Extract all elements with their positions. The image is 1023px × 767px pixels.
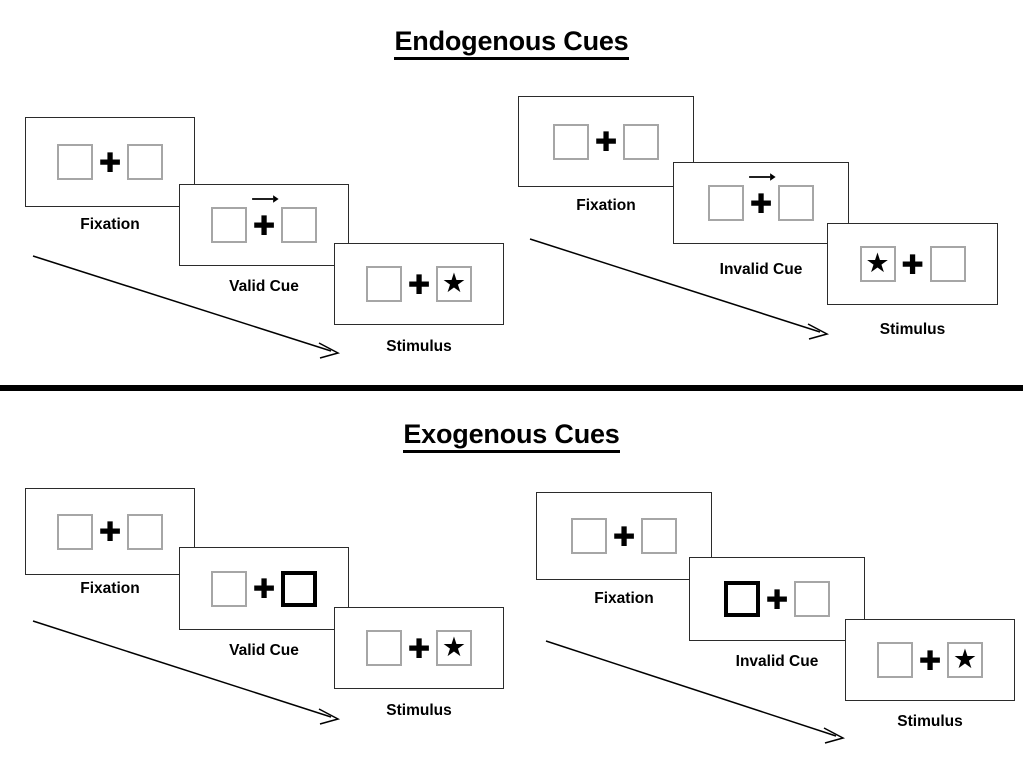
panel-content: ✚ bbox=[519, 97, 693, 186]
plus-cross-icon: ✚ bbox=[252, 210, 276, 242]
fixation-cross: ✚ bbox=[402, 264, 436, 304]
diagonal-sequence-arrow-icon-exogenous-invalid bbox=[545, 640, 846, 744]
black-star-icon: ★ bbox=[865, 247, 890, 279]
caption-exogenous-valid-cue: Valid Cue bbox=[229, 642, 299, 659]
panel-content: ✚ bbox=[180, 548, 348, 629]
right-arrow-cue-icon bbox=[749, 173, 776, 181]
section-title-exogenous-text: Exogenous Cues bbox=[403, 419, 620, 453]
plus-cross-icon: ✚ bbox=[98, 147, 122, 179]
plus-cross-icon: ✚ bbox=[918, 645, 942, 677]
left-box bbox=[708, 185, 744, 221]
left-box bbox=[57, 513, 93, 550]
left-box bbox=[57, 144, 93, 180]
black-star-icon: ★ bbox=[441, 267, 467, 299]
fixation-cross: ✚ bbox=[744, 173, 778, 223]
panel-endogenous-valid-cue[interactable]: ✚ bbox=[179, 184, 349, 266]
panel-content: ✚ bbox=[537, 493, 711, 579]
panel-content: ✚ bbox=[180, 185, 348, 265]
left-box-target: ★ bbox=[859, 246, 896, 282]
panel-content: ✚ ★ bbox=[335, 244, 503, 324]
section-divider bbox=[0, 385, 1023, 391]
caption-endogenous-invalid-stimulus: Stimulus bbox=[879, 321, 946, 338]
caption-endogenous-valid-fixation: Fixation bbox=[80, 216, 140, 233]
panel-exogenous-valid-cue[interactable]: ✚ bbox=[179, 547, 349, 630]
right-box-target: ★ bbox=[436, 630, 472, 666]
plus-cross-icon: ✚ bbox=[765, 584, 789, 616]
right-arrow-cue-icon bbox=[252, 195, 279, 203]
panel-endogenous-valid-fixation[interactable]: ✚ bbox=[25, 117, 195, 207]
right-box bbox=[127, 144, 163, 180]
fixation-cross: ✚ bbox=[402, 628, 436, 668]
plus-cross-icon: ✚ bbox=[407, 269, 431, 301]
section-title-endogenous-text: Endogenous Cues bbox=[394, 26, 629, 60]
plus-cross-icon: ✚ bbox=[749, 188, 773, 220]
caption-endogenous-valid-stimulus: Stimulus bbox=[386, 338, 452, 355]
black-star-icon: ★ bbox=[952, 643, 978, 675]
fixation-cross: ✚ bbox=[93, 512, 127, 552]
panel-endogenous-valid-stimulus[interactable]: ✚ ★ bbox=[334, 243, 504, 325]
panel-content: ✚ ★ bbox=[335, 608, 503, 688]
left-box-highlighted bbox=[724, 581, 760, 617]
panel-endogenous-invalid-cue[interactable]: ✚ bbox=[673, 162, 849, 244]
panel-exogenous-invalid-cue[interactable]: ✚ bbox=[689, 557, 865, 641]
section-title-endogenous: Endogenous Cues bbox=[0, 26, 1023, 60]
caption-exogenous-valid-fixation: Fixation bbox=[80, 580, 140, 597]
right-box bbox=[794, 581, 830, 617]
left-box bbox=[211, 207, 247, 243]
panel-exogenous-invalid-stimulus[interactable]: ✚ ★ bbox=[845, 619, 1015, 701]
right-box bbox=[281, 207, 317, 243]
caption-endogenous-valid-cue: Valid Cue bbox=[229, 278, 299, 295]
caption-exogenous-invalid-fixation: Fixation bbox=[594, 590, 654, 607]
fixation-cross: ✚ bbox=[913, 640, 947, 680]
panel-content: ✚ bbox=[674, 163, 848, 243]
right-box-target: ★ bbox=[436, 266, 472, 302]
caption-exogenous-invalid-stimulus: Stimulus bbox=[897, 713, 963, 730]
left-box bbox=[571, 518, 607, 554]
caption-exogenous-invalid-cue: Invalid Cue bbox=[735, 653, 819, 670]
plus-cross-icon: ✚ bbox=[594, 127, 618, 158]
panel-exogenous-invalid-fixation[interactable]: ✚ bbox=[536, 492, 712, 580]
fixation-cross: ✚ bbox=[247, 195, 281, 245]
panel-content: ✚ bbox=[26, 489, 194, 574]
section-title-exogenous: Exogenous Cues bbox=[0, 419, 1023, 453]
right-box-highlighted bbox=[281, 570, 317, 607]
fixation-cross: ✚ bbox=[607, 516, 641, 556]
panel-content: ✚ ★ bbox=[846, 620, 1014, 700]
fixation-cross: ✚ bbox=[760, 579, 794, 619]
right-box-target: ★ bbox=[947, 642, 983, 678]
left-box bbox=[553, 123, 589, 160]
plus-cross-icon: ✚ bbox=[252, 574, 276, 605]
diagonal-sequence-arrow-icon-endogenous-invalid bbox=[529, 238, 830, 340]
plus-cross-icon: ✚ bbox=[901, 249, 924, 281]
panel-content: ✚ bbox=[26, 118, 194, 206]
plus-cross-icon: ✚ bbox=[98, 517, 122, 548]
right-box bbox=[929, 246, 966, 282]
panel-exogenous-valid-stimulus[interactable]: ✚ ★ bbox=[334, 607, 504, 689]
fixation-cross: ✚ bbox=[896, 244, 930, 284]
fixation-cross: ✚ bbox=[589, 122, 623, 162]
right-box bbox=[641, 518, 677, 554]
fixation-cross: ✚ bbox=[247, 569, 281, 609]
caption-exogenous-valid-stimulus: Stimulus bbox=[386, 702, 452, 719]
right-box bbox=[623, 123, 659, 160]
left-box bbox=[366, 266, 402, 302]
diagonal-sequence-arrow-icon-endogenous-valid bbox=[32, 255, 341, 359]
right-box bbox=[778, 185, 814, 221]
caption-endogenous-invalid-cue: Invalid Cue bbox=[719, 261, 803, 278]
plus-cross-icon: ✚ bbox=[612, 521, 636, 553]
right-box bbox=[127, 513, 163, 550]
diagonal-sequence-arrow-icon-exogenous-valid bbox=[32, 620, 341, 725]
panel-endogenous-invalid-stimulus[interactable]: ★ ✚ bbox=[827, 223, 998, 305]
black-star-icon: ★ bbox=[441, 631, 467, 663]
left-box bbox=[366, 630, 402, 666]
panel-exogenous-valid-fixation[interactable]: ✚ bbox=[25, 488, 195, 575]
left-box bbox=[211, 570, 247, 607]
panel-content: ✚ bbox=[690, 558, 864, 640]
panel-content: ★ ✚ bbox=[828, 224, 997, 304]
caption-endogenous-invalid-fixation: Fixation bbox=[576, 197, 636, 214]
fixation-cross: ✚ bbox=[93, 142, 127, 182]
left-box bbox=[877, 642, 913, 678]
plus-cross-icon: ✚ bbox=[407, 633, 431, 665]
panel-endogenous-invalid-fixation[interactable]: ✚ bbox=[518, 96, 694, 187]
